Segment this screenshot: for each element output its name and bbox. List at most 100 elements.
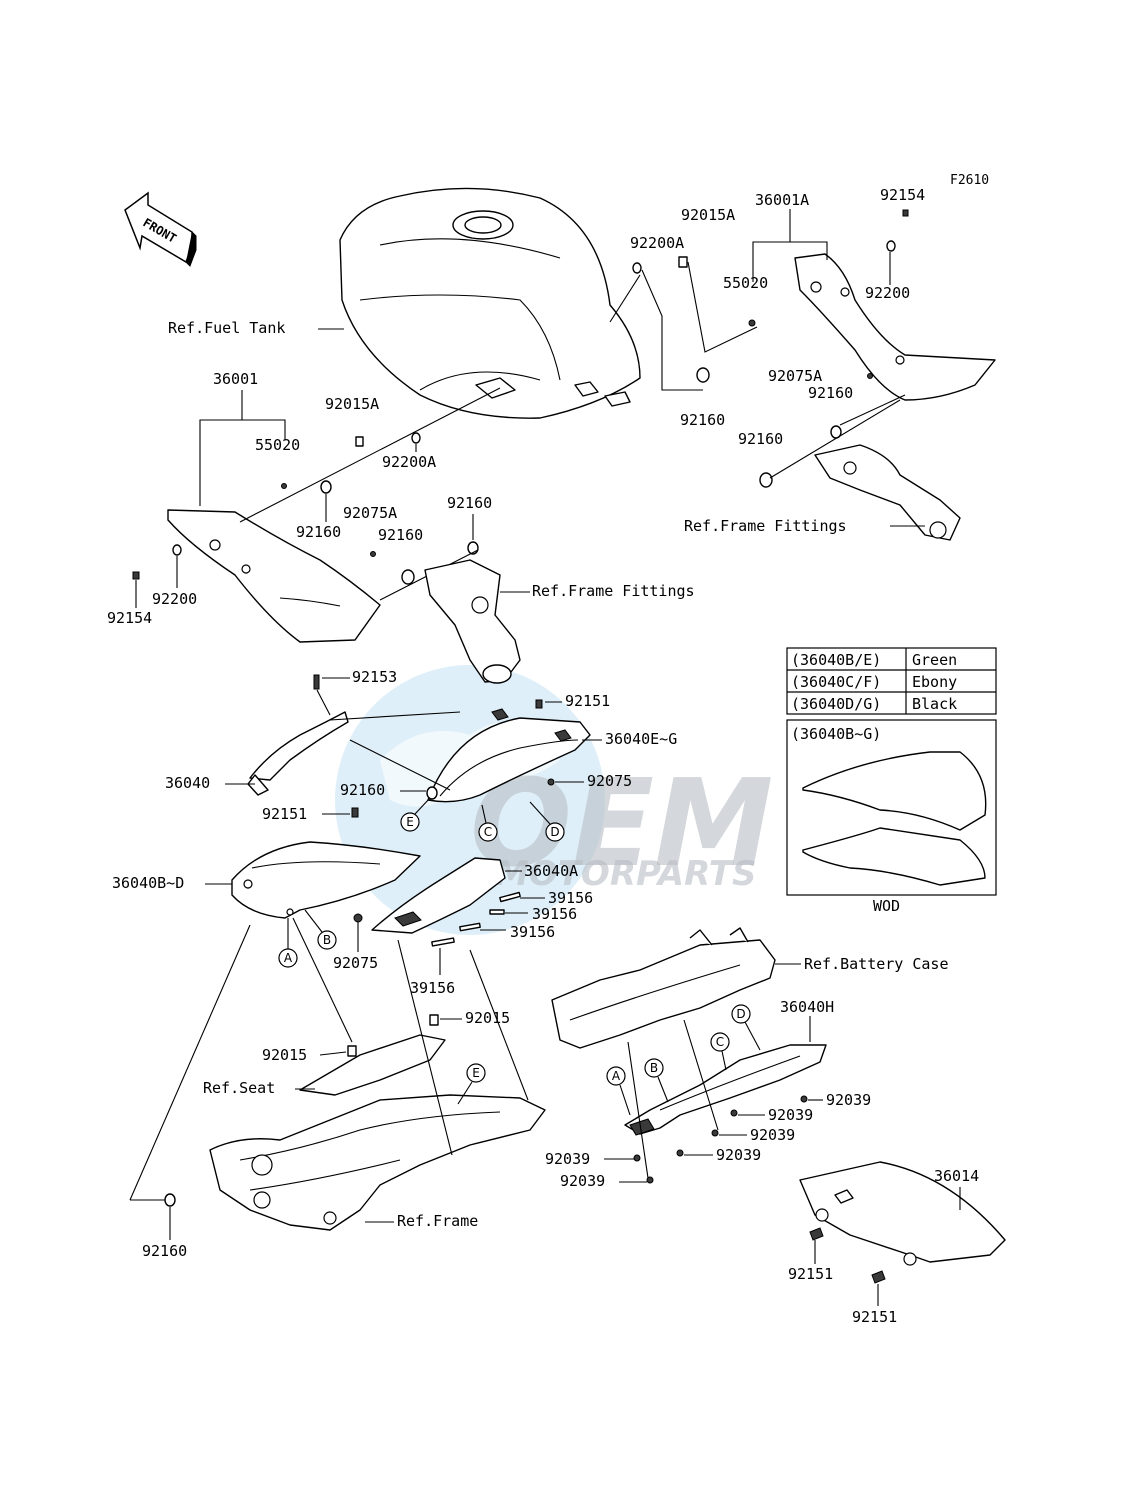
svg-text:C: C <box>716 1035 724 1049</box>
part-92154-top-right-label: 92154 <box>880 186 925 204</box>
part-92160-l1-label: 92160 <box>296 523 341 541</box>
battery-case <box>551 927 776 1049</box>
center-frame-fitting <box>424 559 521 684</box>
part-92160-l3-label: 92160 <box>447 494 492 512</box>
part-92015A-top-label: 92015A <box>681 206 735 224</box>
screw-icon <box>800 1095 808 1103</box>
callout-E-lower: E <box>466 1063 486 1083</box>
part-55020-left-label: 55020 <box>255 436 300 454</box>
grab-bar-36040 <box>247 711 349 796</box>
ref-battery-case-label: Ref.Battery Case <box>804 955 949 973</box>
ref-fuel-tank-label: Ref.Fuel Tank <box>168 319 285 337</box>
grommet-icon <box>759 472 773 488</box>
part-39156-c-label: 39156 <box>510 923 555 941</box>
part-92039-e-label: 92039 <box>545 1150 590 1168</box>
pad-icon <box>489 909 505 915</box>
part-92160-bottom-label: 92160 <box>142 1242 187 1260</box>
part-39156-a-label: 39156 <box>548 889 593 907</box>
callout-A-left: A <box>278 948 298 968</box>
part-92200-right-label: 92200 <box>865 284 910 302</box>
part-92075A-left-label: 92075A <box>343 504 397 522</box>
part-92075A-right-label: 92075A <box>768 367 822 385</box>
watermark-text-motorparts: MOTORPARTS <box>495 854 756 894</box>
bolt-icon <box>313 674 320 690</box>
color-table-color-1: Green <box>912 651 957 669</box>
bolt-icon <box>132 571 140 580</box>
part-36040-label: 36040 <box>165 774 210 792</box>
part-36014-label: 36014 <box>934 1167 979 1185</box>
part-92039-b-label: 92039 <box>768 1106 813 1124</box>
tail-center-cover-36040E-G <box>427 708 591 803</box>
washer-icon <box>886 240 896 252</box>
lower-cover-36040H <box>624 1044 827 1136</box>
screw-icon <box>730 1109 738 1117</box>
part-36001-label: 36001 <box>213 370 258 388</box>
pad-icon <box>431 937 455 947</box>
collar-icon <box>355 436 364 447</box>
side-cover-36040B-D <box>231 841 421 919</box>
collar-icon <box>429 1014 439 1026</box>
part-92039-d-label: 92039 <box>716 1146 761 1164</box>
part-92151-a-label: 92151 <box>565 692 610 710</box>
part-92160-c-label: 92160 <box>340 781 385 799</box>
grommet-icon <box>696 367 710 383</box>
svg-text:E: E <box>406 815 414 829</box>
svg-text:A: A <box>612 1069 621 1083</box>
ref-frame-label: Ref.Frame <box>397 1212 478 1230</box>
rivet-icon <box>547 778 555 786</box>
part-39156-d-label: 39156 <box>410 979 455 997</box>
part-92160-l2-label: 92160 <box>378 526 423 544</box>
svg-text:D: D <box>736 1007 745 1021</box>
part-92075-b-label: 92075 <box>333 954 378 972</box>
screw-icon <box>633 1154 641 1162</box>
part-92015-b-label: 92015 <box>262 1046 307 1064</box>
part-92039-c-label: 92039 <box>750 1126 795 1144</box>
part-92160-r1-label: 92160 <box>808 384 853 402</box>
right-frame-fitting <box>814 444 961 541</box>
callout-C-lower: C <box>710 1032 730 1052</box>
part-36040B-D-label: 36040B~D <box>112 874 184 892</box>
part-92200A-left-label: 92200A <box>382 453 436 471</box>
color-table-color-3: Black <box>912 695 957 713</box>
part-92039-f-label: 92039 <box>560 1172 605 1190</box>
part-36040E-G-label: 36040E~G <box>605 730 677 748</box>
part-92151-c-label: 92151 <box>788 1265 833 1283</box>
part-55020-right-label: 55020 <box>723 274 768 292</box>
color-table-code-3: (36040D/G) <box>791 695 881 713</box>
svg-text:A: A <box>284 951 293 965</box>
part-36001A-label: 36001A <box>755 191 809 209</box>
grommet-icon <box>748 319 756 327</box>
bolt-icon <box>809 1227 824 1241</box>
wod-box <box>786 719 997 896</box>
color-table-color-2: Ebony <box>912 673 957 691</box>
svg-text:E: E <box>472 1066 480 1080</box>
part-92153-label: 92153 <box>352 668 397 686</box>
fuel-tank <box>339 187 641 419</box>
part-92075-a-label: 92075 <box>587 772 632 790</box>
screw-icon <box>711 1129 719 1137</box>
inner-cover-36040A <box>371 857 506 934</box>
collar-icon <box>678 256 688 268</box>
bolt-icon <box>351 807 359 818</box>
color-table-code-2: (36040C/F) <box>791 673 881 691</box>
bolt-icon <box>871 1270 886 1284</box>
part-92160-r2-label: 92160 <box>680 411 725 429</box>
callout-E-upper: E <box>400 812 420 832</box>
color-table <box>786 647 997 715</box>
seat-bracket <box>299 1014 446 1096</box>
screw-icon <box>676 1149 684 1157</box>
part-92015A-left-label: 92015A <box>325 395 379 413</box>
wod-box-header: (36040B~G) <box>791 725 881 743</box>
ref-frame-fittings-center-label: Ref.Frame Fittings <box>532 582 695 600</box>
part-92039-a-label: 92039 <box>826 1091 871 1109</box>
callout-B-lower: B <box>644 1058 664 1078</box>
washer-icon <box>172 544 182 556</box>
part-39156-b-label: 39156 <box>532 905 577 923</box>
right-side-cover-36001A <box>794 253 996 401</box>
part-92015-a-label: 92015 <box>465 1009 510 1027</box>
part-92151-d-label: 92151 <box>852 1308 897 1326</box>
collar-icon <box>347 1045 357 1057</box>
part-92151-b-label: 92151 <box>262 805 307 823</box>
part-92160-r3-label: 92160 <box>738 430 783 448</box>
